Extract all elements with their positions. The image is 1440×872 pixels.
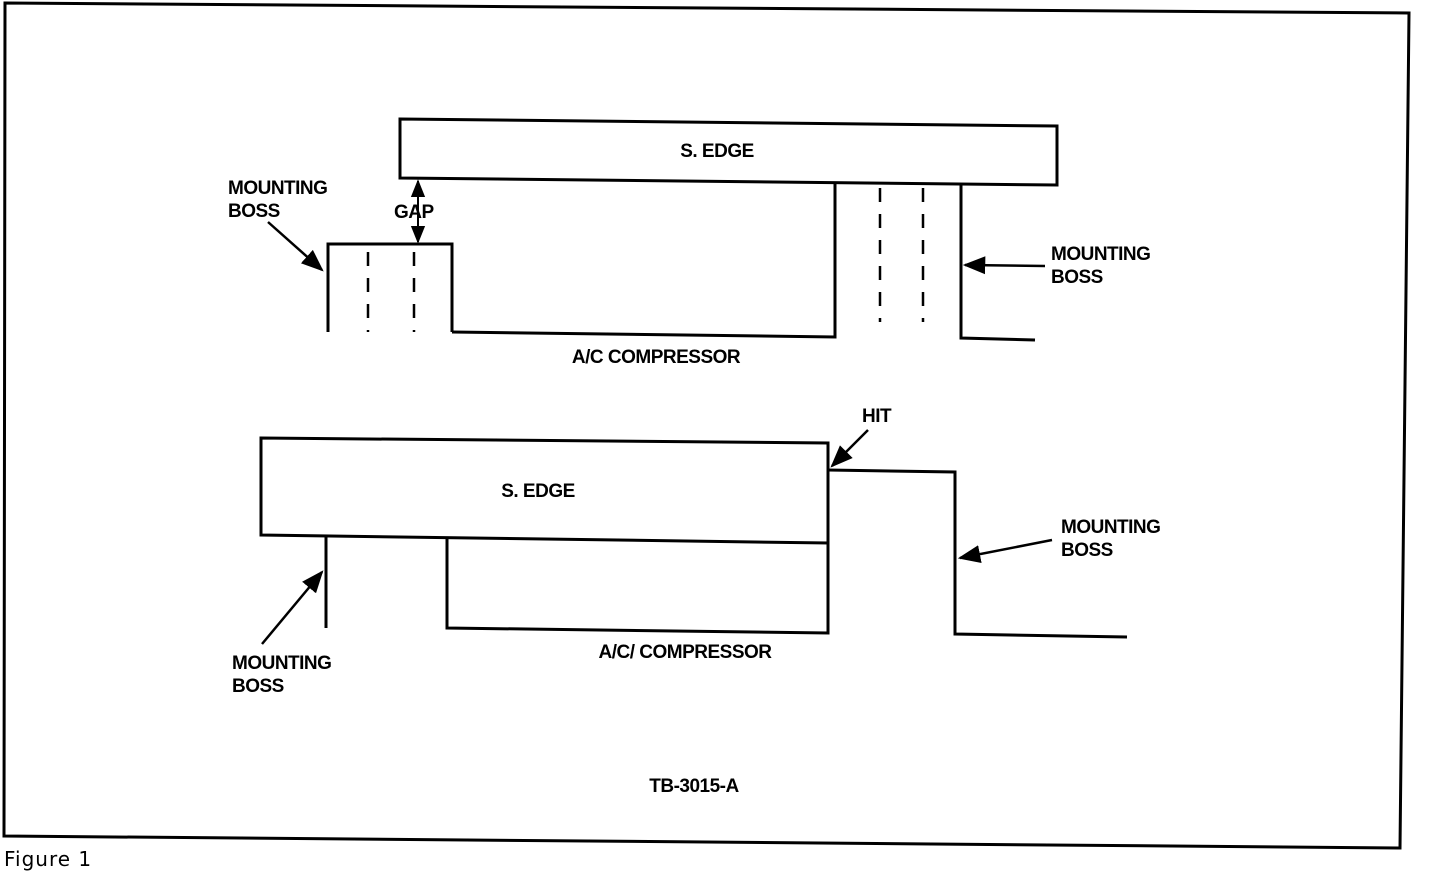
figure-code: TB-3015-A xyxy=(649,776,739,797)
gap-label: GAP xyxy=(394,202,435,223)
top-s-edge-block xyxy=(398,117,1059,187)
top-right-boss xyxy=(959,184,1036,342)
top-s-edge-label: S. EDGE xyxy=(680,141,754,162)
top-left-boss xyxy=(326,242,454,332)
bottom-left-boss-label: MOUNTING BOSS xyxy=(232,653,336,697)
bottom-compressor-label: A/C/ COMPRESSOR xyxy=(598,642,772,663)
top-right-boss-arrow xyxy=(962,256,1046,275)
bottom-view: S. EDGE HIT MOUNTING BOSS MOUNTING BOSS … xyxy=(232,406,1165,697)
bottom-right-boss-label: MOUNTING BOSS xyxy=(1061,517,1165,561)
top-compressor-label: A/C COMPRESSOR xyxy=(572,347,741,368)
bottom-left-boss-arrow xyxy=(261,570,324,645)
bottom-right-boss xyxy=(827,468,1128,639)
bottom-compressor-outline xyxy=(445,539,830,635)
top-right-boss-label: MOUNTING BOSS xyxy=(1051,244,1155,288)
top-view: S. EDGE GAP MOUNTING BOSS MOUNTING BOSS … xyxy=(228,117,1155,368)
bottom-s-edge-label: S. EDGE xyxy=(501,481,575,502)
top-left-boss-arrow xyxy=(267,221,324,272)
hit-label: HIT xyxy=(862,406,892,427)
figure-caption: Figure 1 xyxy=(4,847,92,871)
figure-frame xyxy=(2,1,1411,850)
hit-arrow xyxy=(830,429,869,468)
top-left-boss-label: MOUNTING BOSS xyxy=(228,178,332,222)
bottom-right-boss-arrow xyxy=(957,538,1053,563)
top-compressor-outline xyxy=(451,183,837,339)
